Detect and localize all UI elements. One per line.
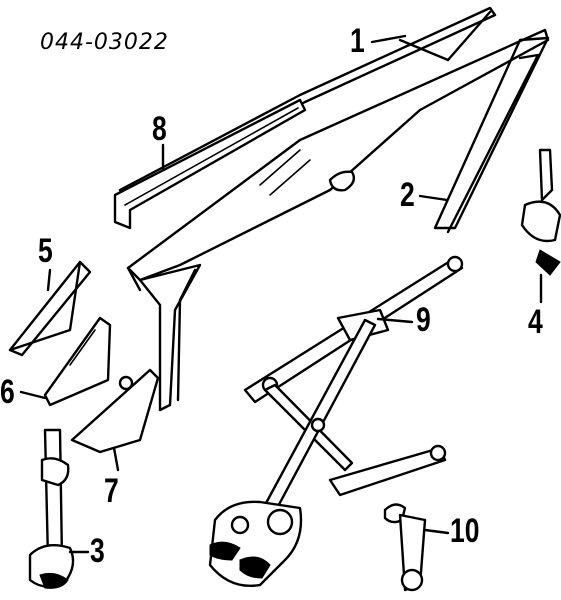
front-lower-frame (126, 263, 202, 412)
callout-2: 2 (400, 176, 415, 214)
callout-4: 4 (528, 303, 543, 341)
callout-10: 10 (450, 512, 480, 550)
part-7-delta-bracket (70, 368, 160, 454)
callout-1: 1 (350, 22, 365, 60)
regulator-motor (208, 500, 303, 587)
part-code: 044-03022 (40, 30, 169, 55)
part-6-quarter-glass (43, 316, 112, 407)
part-5-corner-piece (8, 260, 92, 357)
callout-3: 3 (90, 532, 105, 570)
part-10-pin (383, 503, 427, 592)
callout-8: 8 (152, 110, 167, 148)
part-3-rail (28, 428, 75, 589)
part-8-front-run (113, 98, 307, 230)
callout-9: 9 (416, 301, 431, 339)
callout-6: 6 (0, 373, 15, 411)
leader-lines (19, 34, 543, 554)
callout-5: 5 (38, 232, 53, 270)
part-2-rear-channel (433, 36, 550, 234)
part-4-roller (520, 148, 561, 276)
part-9-regulator-arm (243, 255, 464, 404)
callout-7: 7 (104, 472, 119, 510)
regulator-scissor (263, 318, 447, 514)
door-glass (126, 28, 550, 282)
